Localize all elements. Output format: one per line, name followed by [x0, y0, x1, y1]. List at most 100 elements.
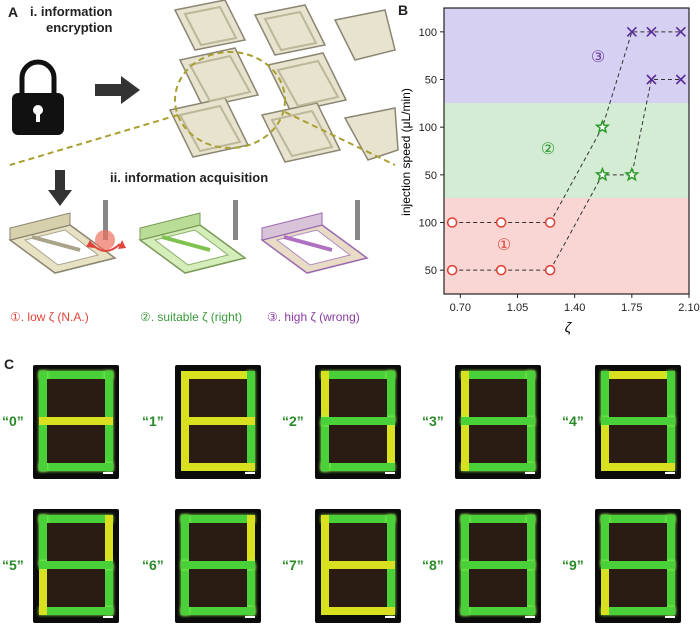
- segment-e: [39, 421, 47, 471]
- plot-frame: [443, 7, 690, 295]
- segment-c: [387, 421, 395, 471]
- lock-icon: [12, 59, 64, 135]
- x-stroke: [646, 74, 657, 85]
- digit-tile-1: [175, 365, 261, 479]
- frame-window: [469, 379, 527, 417]
- segment-e: [601, 565, 609, 615]
- frame-window: [189, 523, 247, 561]
- frame-window: [189, 569, 247, 607]
- segment-e: [181, 565, 189, 615]
- segment-g: [181, 561, 255, 569]
- segment-d: [601, 463, 675, 471]
- frame-window: [609, 425, 667, 463]
- digit-label-0: “0”: [2, 413, 24, 429]
- region-1-bg: [444, 198, 689, 294]
- digit-tile-3: [455, 365, 541, 479]
- frame-window: [189, 379, 247, 417]
- data-point-star: [594, 166, 611, 182]
- y-tick-label: 100: [419, 218, 437, 230]
- frame-window: [47, 425, 105, 463]
- frame-window: [329, 379, 387, 417]
- y-tick-label: 50: [425, 170, 437, 182]
- panel-a-graphics: [8, 0, 399, 274]
- segment-b: [105, 515, 113, 565]
- segment-d: [321, 607, 395, 615]
- segment-d: [39, 463, 113, 471]
- segment-d: [181, 607, 255, 615]
- segment-g: [39, 561, 113, 569]
- frame-window: [469, 569, 527, 607]
- segment-d: [461, 463, 535, 471]
- x-stroke: [675, 26, 686, 37]
- segment-b: [387, 515, 395, 565]
- y-axis-label: injection speed (μL/min): [399, 88, 413, 216]
- digit-label-3: “3”: [422, 413, 444, 429]
- segment-b: [527, 515, 535, 565]
- scale-bar: [385, 472, 395, 474]
- segment-f: [461, 515, 469, 565]
- data-point-circle: [446, 217, 458, 228]
- legend-high: ③. high ζ (wrong): [267, 310, 360, 324]
- segment-e: [461, 565, 469, 615]
- legend-suitable: ②. suitable ζ (right): [140, 310, 243, 324]
- region-2-bg: [444, 103, 689, 198]
- scale-bar: [103, 472, 113, 474]
- segment-g: [181, 417, 255, 425]
- data-point-star: [624, 166, 640, 182]
- frame-window: [469, 523, 527, 561]
- series-markers: [446, 26, 686, 276]
- segment-a: [601, 371, 675, 379]
- right-arrow-icon: [95, 76, 140, 104]
- segment-b: [247, 371, 255, 421]
- legend-low: ①. low ζ (N.A.): [10, 310, 89, 324]
- segment-e: [601, 421, 609, 471]
- segment-c: [247, 565, 255, 615]
- frame-window: [329, 523, 387, 561]
- data-point-circle: [544, 217, 556, 228]
- digit-tile-2: [315, 365, 401, 479]
- frame-suitable-zeta: [138, 200, 247, 274]
- segment-g: [461, 561, 535, 569]
- frame-window: [609, 569, 667, 607]
- region-1-label: ①: [497, 237, 511, 254]
- frame-window: [469, 425, 527, 463]
- digit-tile-0: [33, 365, 119, 479]
- x-stroke: [675, 74, 686, 85]
- segment-a: [461, 371, 535, 379]
- scale-bar: [245, 616, 255, 618]
- segment-f: [601, 515, 609, 565]
- segment-d: [39, 607, 113, 615]
- digit-tile-7: [315, 509, 401, 623]
- x-tick-label: 1.40: [564, 302, 585, 314]
- segment-f: [39, 371, 47, 421]
- scale-bar: [525, 472, 535, 474]
- segment-g: [601, 417, 675, 425]
- zoom-ellipse: [174, 51, 286, 149]
- frame-window: [47, 523, 105, 561]
- segment-d: [321, 463, 395, 471]
- segment-g: [321, 561, 395, 569]
- segment-e: [181, 421, 189, 471]
- panel-c-letter: C: [4, 356, 15, 372]
- x-tick-label: 2.10: [678, 302, 699, 314]
- segment-b: [387, 371, 395, 421]
- scale-bar: [245, 472, 255, 474]
- segment-f: [601, 371, 609, 421]
- scale-bar: [103, 616, 113, 618]
- segment-a: [601, 515, 675, 523]
- segment-g: [321, 417, 395, 425]
- segment-c: [527, 565, 535, 615]
- segment-c: [247, 421, 255, 471]
- segment-a: [39, 515, 113, 523]
- segment-a: [181, 515, 255, 523]
- segment-e: [461, 421, 469, 471]
- frame-window: [609, 523, 667, 561]
- panel-b-letter: B: [398, 2, 409, 18]
- segment-a: [39, 371, 113, 379]
- data-point-x: [646, 74, 657, 85]
- segment-g: [461, 417, 535, 425]
- segment-b: [105, 371, 113, 421]
- segment-a: [181, 371, 255, 379]
